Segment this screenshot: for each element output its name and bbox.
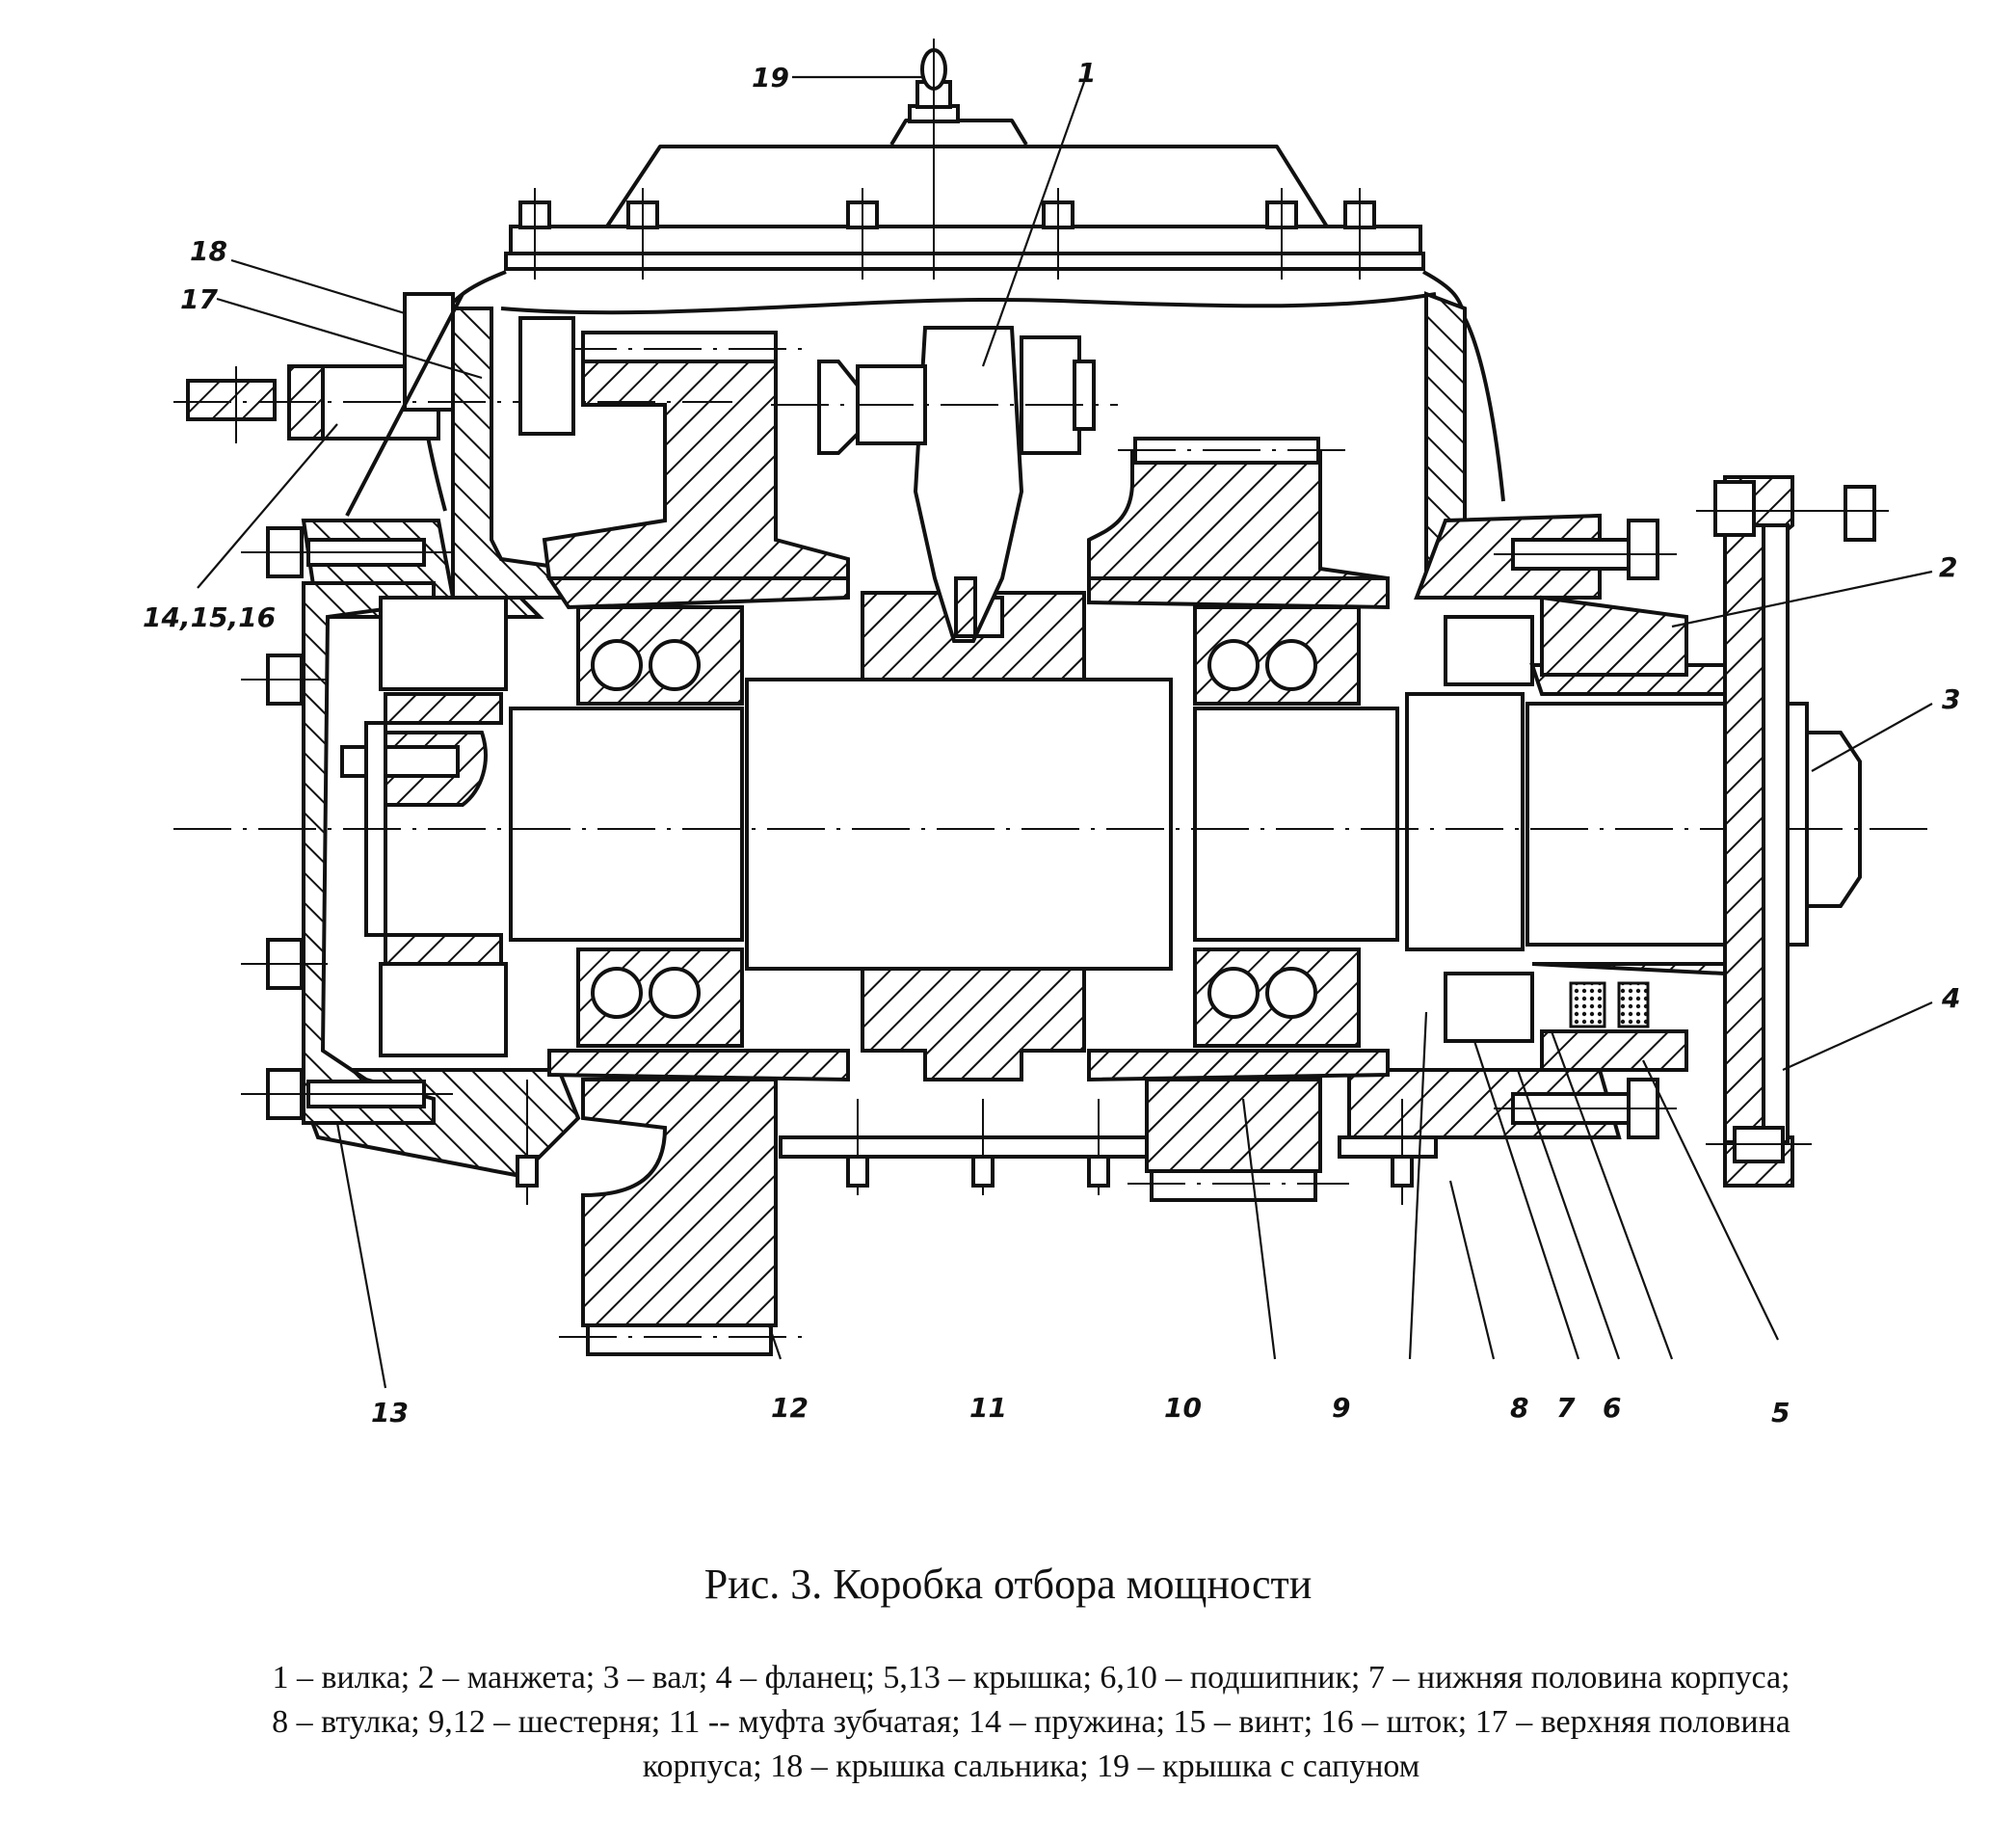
cover-bolt	[1265, 188, 1298, 280]
callout-6: 6	[1603, 1392, 1621, 1424]
top-cover	[432, 39, 1467, 330]
callout-5: 5	[1771, 1397, 1790, 1428]
shift-fork	[771, 326, 1118, 643]
gear-12	[542, 331, 850, 1356]
callout-18: 18	[190, 235, 227, 267]
cover-bolt	[1042, 188, 1074, 280]
callout-labels: 19 1 18 17 14,15,16 2 3 4 13 12 11 10 9 …	[143, 57, 1960, 1428]
callout-10: 10	[1164, 1392, 1202, 1424]
cover-bolt	[626, 188, 659, 280]
cover-bolt	[1494, 519, 1677, 580]
cover-bolt	[241, 526, 453, 578]
cover-bolt	[241, 654, 328, 706]
callout-11: 11	[969, 1392, 1007, 1424]
cover-bolt	[1343, 188, 1376, 280]
figure-title: Рис. 3. Коробка отбора мощности	[703, 1561, 1313, 1608]
cover-bolt	[241, 1068, 453, 1120]
bearing	[576, 605, 1534, 1048]
cover-bolt	[241, 938, 328, 990]
flange-bolt	[1706, 1126, 1812, 1163]
flange-bolt	[1696, 480, 1889, 542]
leader-lines	[197, 75, 1933, 1389]
cover-bolt	[518, 188, 551, 280]
callout-19: 19	[752, 62, 789, 93]
output-flange	[1494, 475, 1889, 1188]
cover-bolt	[846, 188, 879, 280]
callout-13: 13	[371, 1397, 409, 1428]
gear-9	[1087, 437, 1389, 1202]
legend-line: 1 – вилка; 2 – манжета; 3 – вал; 4 – фла…	[272, 1660, 1791, 1695]
callout-12: 12	[771, 1392, 809, 1424]
bottom-plate	[516, 1080, 1438, 1205]
callout-7: 7	[1556, 1392, 1576, 1424]
callout-8: 8	[1510, 1392, 1528, 1424]
legend-line: 8 – втулка; 9,12 – шестерня; 11 -- муфта…	[272, 1704, 1791, 1740]
gearbox-cross-section-drawing: 19 1 18 17 14,15,16 2 3 4 13 12 11 10 9 …	[143, 39, 1960, 1428]
callout-2: 2	[1939, 551, 1957, 583]
control-rod	[173, 292, 732, 517]
breather-cap	[889, 39, 1028, 280]
callout-14-15-16: 14,15,16	[143, 601, 276, 633]
callout-9: 9	[1332, 1392, 1350, 1424]
callout-1: 1	[1077, 57, 1096, 89]
callout-4: 4	[1941, 982, 1960, 1014]
callout-17: 17	[180, 283, 218, 315]
left-cover	[241, 526, 508, 1125]
figure-legend: 1 – вилка; 2 – манжета; 3 – вал; 4 – фла…	[87, 1656, 1976, 1789]
legend-line: корпуса; 18 – крышка сальника; 19 – крыш…	[642, 1749, 1420, 1784]
callout-3: 3	[1942, 683, 1960, 715]
